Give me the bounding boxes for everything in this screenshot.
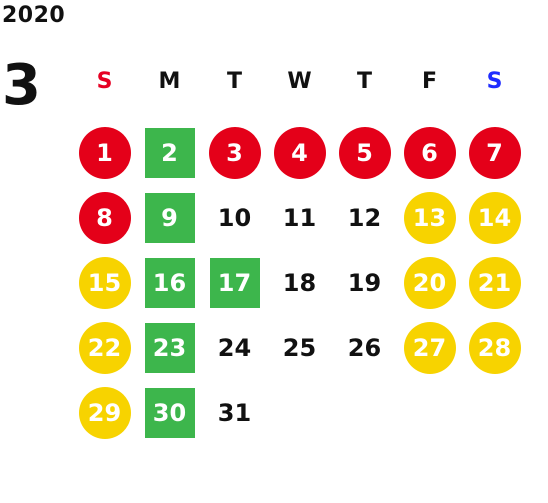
- calendar-day-28[interactable]: 28: [468, 321, 521, 374]
- calendar-day-13[interactable]: 13: [403, 191, 456, 244]
- calendar-day-8[interactable]: 8: [78, 191, 131, 244]
- calendar-day-27[interactable]: 27: [403, 321, 456, 374]
- calendar-day-30[interactable]: 30: [144, 387, 195, 438]
- calendar-day-23[interactable]: 23: [144, 322, 195, 373]
- calendar-day-25[interactable]: 25: [282, 333, 317, 362]
- calendar-day-7[interactable]: 7: [468, 126, 521, 179]
- calendar-day-22[interactable]: 22: [78, 321, 131, 374]
- calendar-day-15[interactable]: 15: [78, 256, 131, 309]
- calendar-day-19[interactable]: 19: [347, 268, 382, 297]
- calendar-year: 2020: [2, 3, 66, 28]
- calendar-day-24[interactable]: 24: [217, 333, 252, 362]
- weekday-thursday: T: [356, 68, 372, 94]
- calendar-day-4[interactable]: 4: [273, 126, 326, 179]
- calendar-day-31[interactable]: 31: [217, 398, 252, 427]
- calendar-day-18[interactable]: 18: [282, 268, 317, 297]
- calendar-day-11[interactable]: 11: [282, 203, 317, 232]
- calendar-day-1[interactable]: 1: [78, 126, 131, 179]
- weekday-header: S M T W T F S: [72, 64, 527, 98]
- calendar-day-12[interactable]: 12: [347, 203, 382, 232]
- calendar-day-20[interactable]: 20: [403, 256, 456, 309]
- weekday-wednesday: W: [287, 68, 312, 94]
- weekday-friday: F: [421, 68, 438, 94]
- calendar-day-26[interactable]: 26: [347, 333, 382, 362]
- calendar-day-16[interactable]: 16: [144, 257, 195, 308]
- calendar-day-6[interactable]: 6: [403, 126, 456, 179]
- calendar-day-3[interactable]: 3: [208, 126, 261, 179]
- weekday-saturday: S: [486, 68, 503, 94]
- calendar-day-17[interactable]: 17: [209, 257, 260, 308]
- weekday-monday: M: [158, 68, 181, 94]
- calendar-month: 3: [2, 53, 41, 118]
- calendar-day-5[interactable]: 5: [338, 126, 391, 179]
- calendar-day-2[interactable]: 2: [144, 127, 195, 178]
- calendar-day-10[interactable]: 10: [217, 203, 252, 232]
- calendar-day-14[interactable]: 14: [468, 191, 521, 244]
- calendar-grid: 1 2 3 4 5 6 7 8 9 10 11 12 13 14 15 16 1…: [72, 120, 527, 445]
- weekday-tuesday: T: [226, 68, 242, 94]
- calendar-day-9[interactable]: 9: [144, 192, 195, 243]
- calendar-day-21[interactable]: 21: [468, 256, 521, 309]
- weekday-sunday: S: [96, 68, 113, 94]
- calendar-day-29[interactable]: 29: [78, 386, 131, 439]
